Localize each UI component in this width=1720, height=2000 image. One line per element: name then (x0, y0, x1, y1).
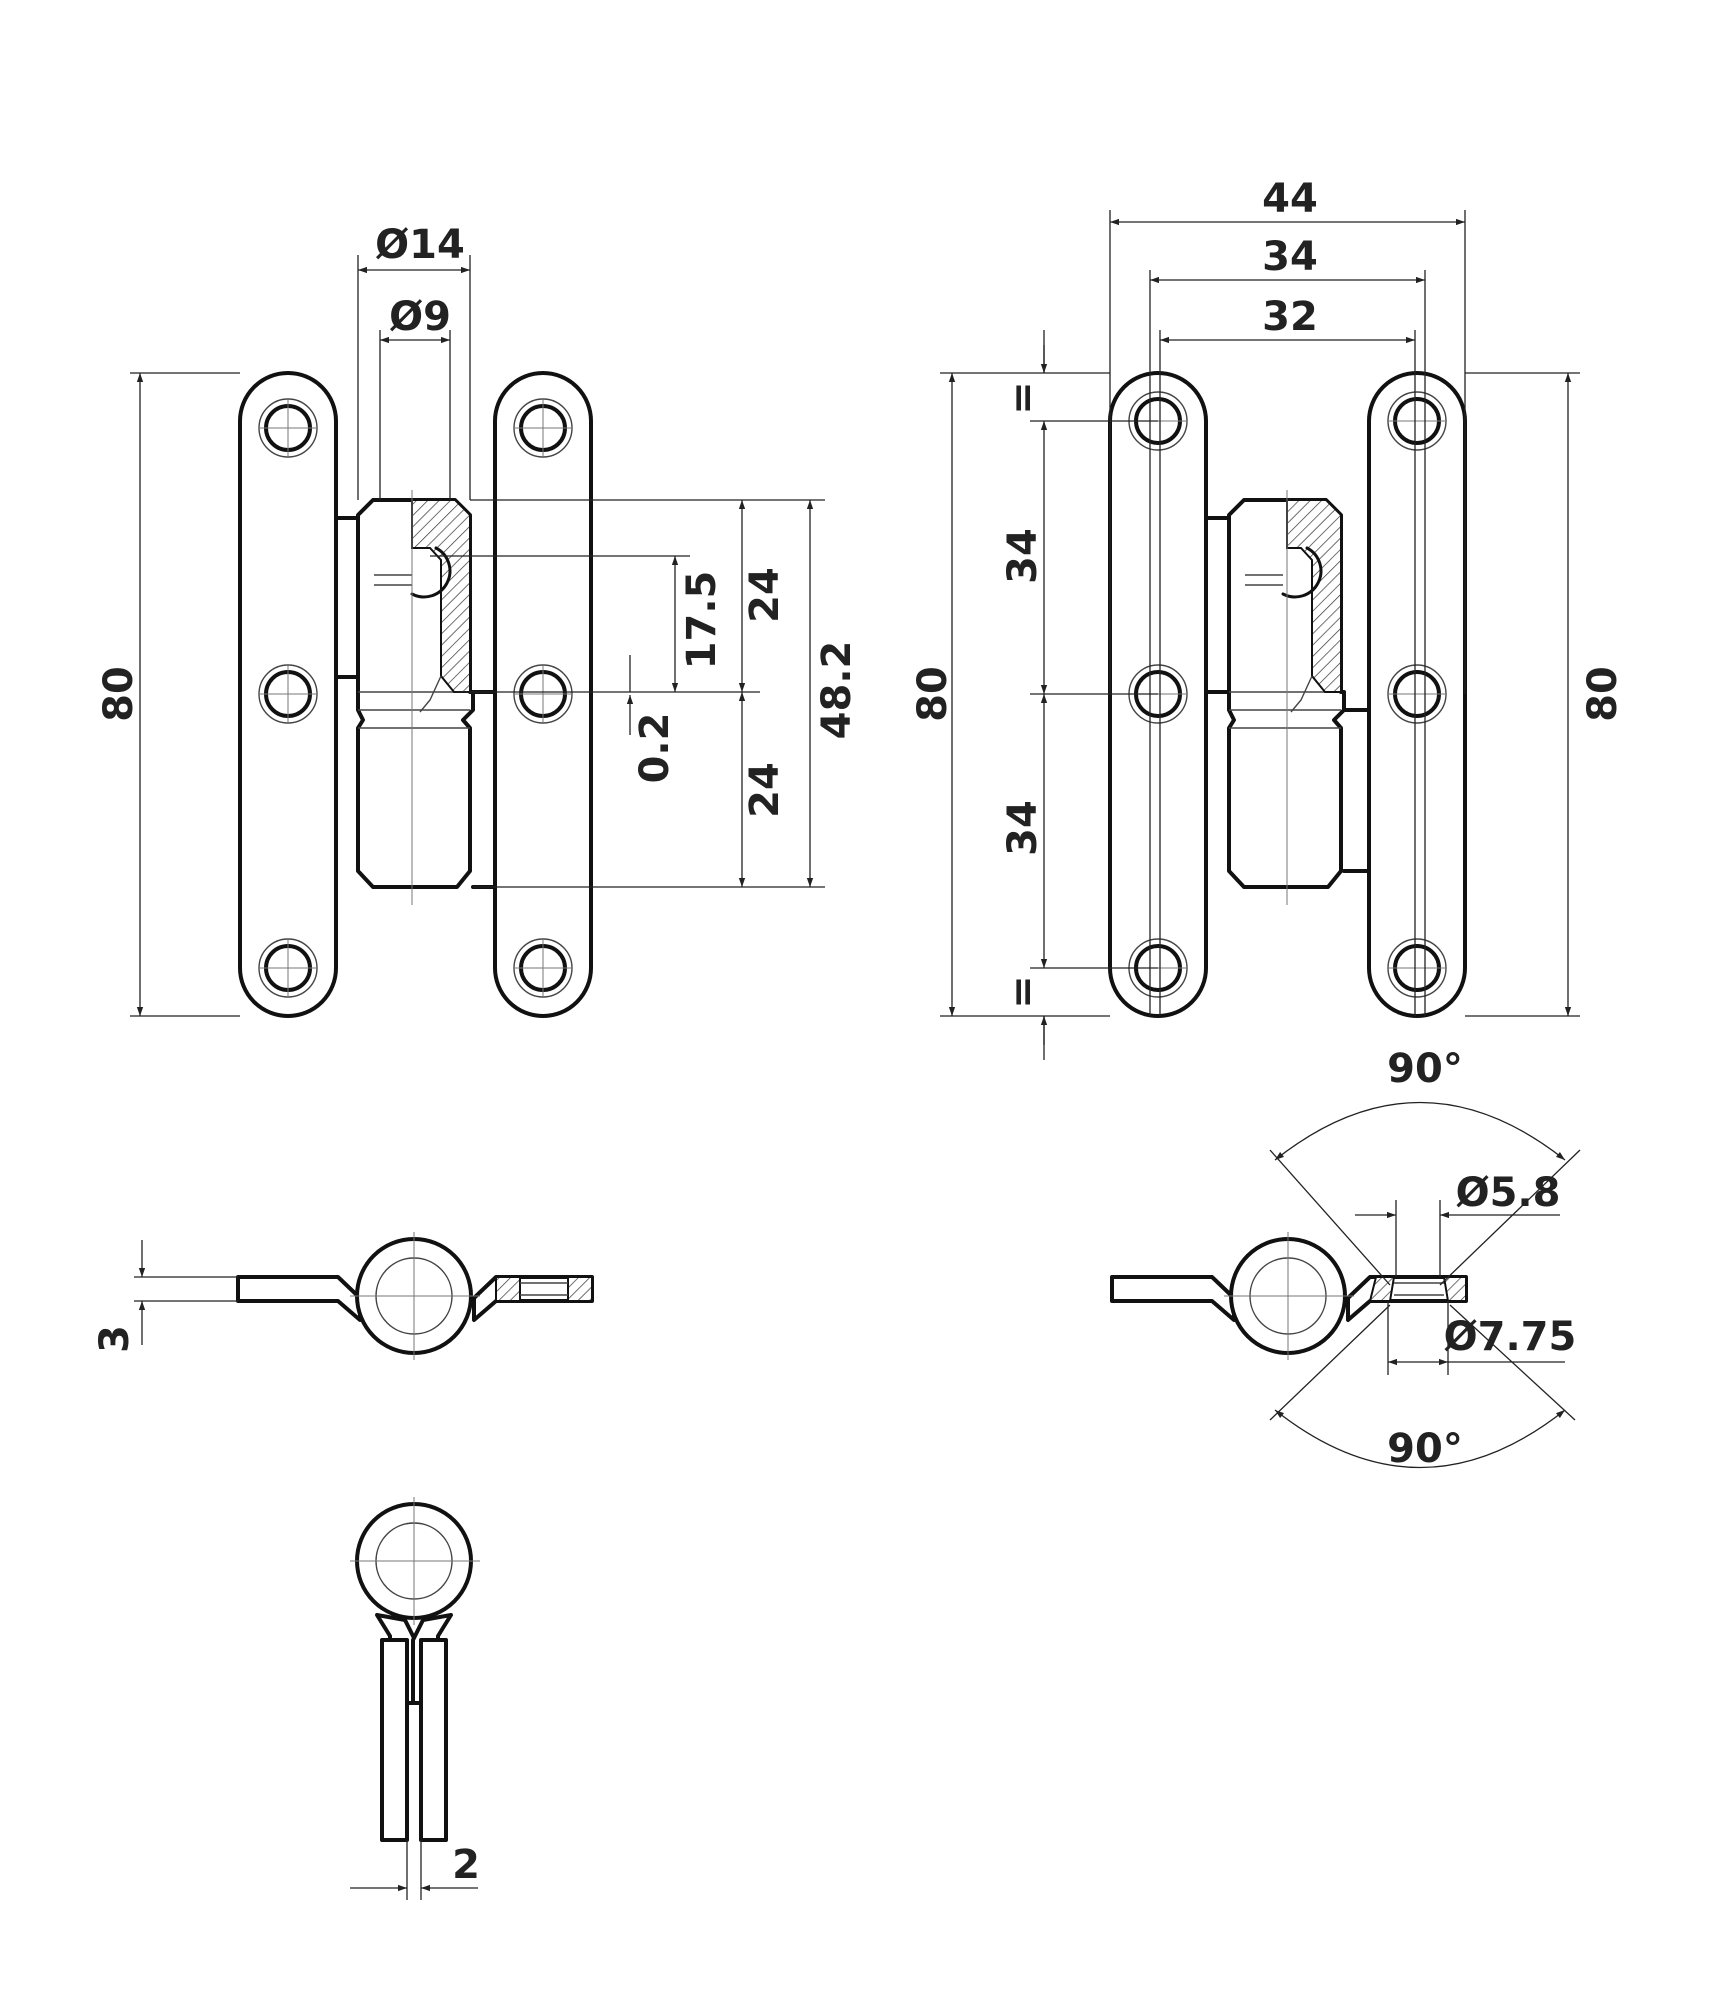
dim-height-80-mid: 80 (910, 666, 956, 722)
dim-diameter-14: Ø14 (375, 222, 465, 268)
front-view-right: 44 34 32 80 = 34 34 = 80 (910, 176, 1626, 1060)
dim-angle-90-bottom: 90° (1387, 1426, 1463, 1472)
dim-diameter-9: Ø9 (389, 294, 451, 340)
dim-equal-top: = (1000, 381, 1046, 415)
dim-knuckle-48-2: 48.2 (814, 641, 860, 740)
knuckle-left (356, 490, 475, 905)
front-view-left: Ø14 Ø9 80 17.5 0.2 24 24 48.2 (96, 222, 860, 1018)
top-view-right: 90° 90° Ø5.8 Ø7.75 (1110, 1046, 1581, 1472)
dim-angle-90-top: 90° (1387, 1046, 1463, 1092)
dim-width-44: 44 (1262, 176, 1318, 222)
dim-diameter-7-75: Ø7.75 (1444, 1314, 1577, 1360)
dim-pitch-34-upper: 34 (1000, 528, 1046, 584)
bottom-view: 2 (350, 1497, 480, 1900)
dim-height-80-left: 80 (96, 666, 142, 722)
dim-length-17-5: 17.5 (679, 571, 725, 670)
dim-diameter-5-8: Ø5.8 (1456, 1170, 1561, 1216)
leaf-holes-left (258, 398, 573, 998)
knuckle-right (1227, 490, 1346, 905)
dim-width-32: 32 (1262, 294, 1318, 340)
dim-width-34: 34 (1262, 234, 1318, 280)
dim-thickness-3: 3 (92, 1325, 138, 1353)
dim-equal-bottom: = (1000, 975, 1046, 1009)
top-view-left: 3 (92, 1232, 594, 1360)
dim-knuckle-24-lower: 24 (742, 762, 788, 818)
dim-gap-2: 2 (452, 1842, 480, 1888)
dim-gap-0-2: 0.2 (632, 713, 678, 784)
dim-knuckle-24-upper: 24 (742, 567, 788, 623)
dim-height-80-right: 80 (1580, 666, 1626, 722)
dim-pitch-34-lower: 34 (1000, 800, 1046, 856)
